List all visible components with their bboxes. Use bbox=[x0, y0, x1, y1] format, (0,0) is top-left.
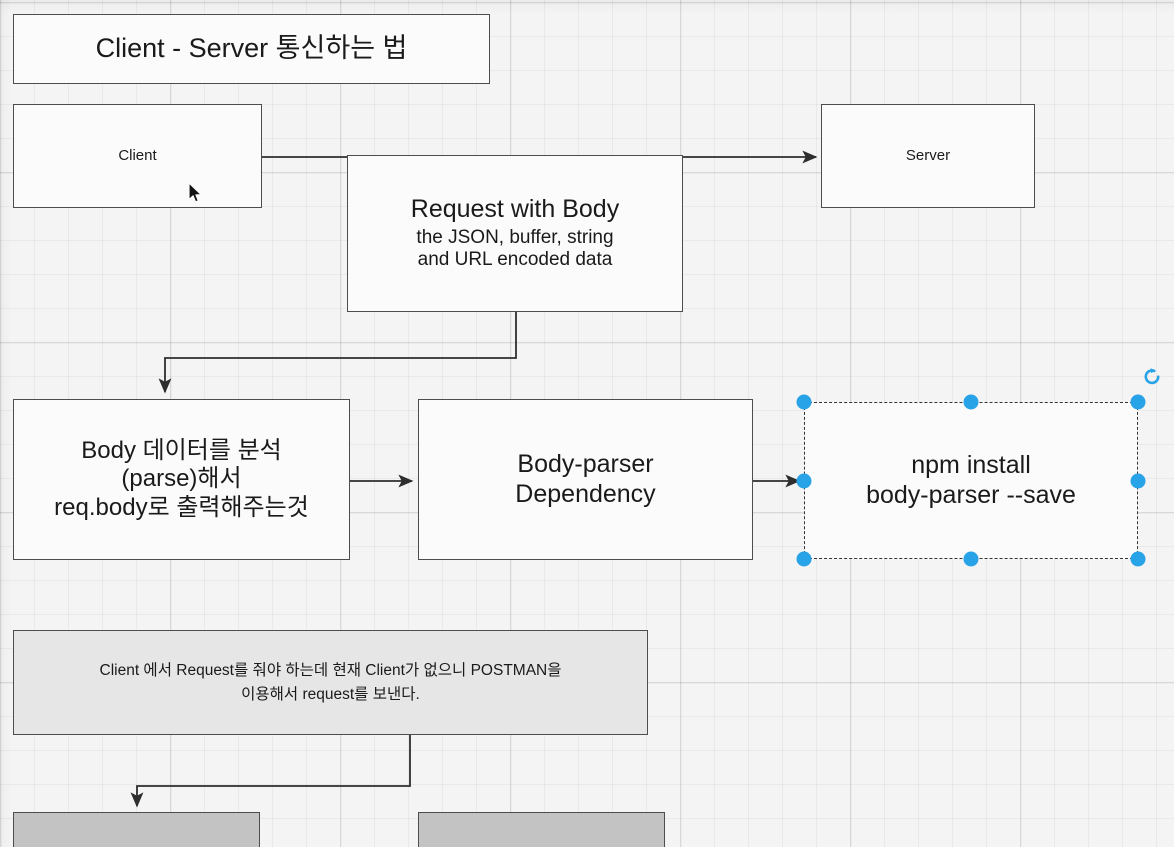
handle-top-right[interactable] bbox=[1130, 394, 1146, 410]
node-note-text: Client 에서 Request를 줘야 하는데 현재 Client가 없으니… bbox=[14, 659, 647, 706]
handle-bottom-right[interactable] bbox=[1130, 551, 1146, 567]
node-server-label: Server bbox=[905, 147, 951, 165]
node-npm-line1: npm install bbox=[911, 451, 1031, 479]
handle-middle-left[interactable] bbox=[796, 473, 812, 489]
node-request-line2: the JSON, buffer, string bbox=[416, 226, 614, 248]
node-postman-note[interactable]: Client 에서 Request를 줘야 하는데 현재 Client가 없으니… bbox=[13, 630, 648, 735]
node-npm-text: npm install body-parser --save bbox=[805, 451, 1137, 510]
node-body-parse-line1: Body 데이터를 분석 bbox=[81, 437, 282, 465]
handle-middle-right[interactable] bbox=[1130, 473, 1146, 489]
handle-top-left[interactable] bbox=[796, 394, 812, 410]
node-note-line2: 이용해서 request를 보낸다. bbox=[241, 685, 420, 703]
node-body-parse[interactable]: Body 데이터를 분석 (parse)해서 req.body로 출력해주는것 bbox=[13, 399, 350, 560]
node-gray-box-left[interactable] bbox=[13, 812, 260, 847]
node-client[interactable]: Client bbox=[13, 104, 262, 208]
node-server[interactable]: Server bbox=[821, 104, 1035, 208]
handle-bottom-left[interactable] bbox=[796, 551, 812, 567]
node-dependency-text: Body-parser Dependency bbox=[419, 450, 752, 509]
node-gray-box-right[interactable] bbox=[418, 812, 665, 847]
handle-bottom-center[interactable] bbox=[963, 551, 979, 567]
handle-top-center[interactable] bbox=[963, 394, 979, 410]
node-client-label: Client bbox=[118, 147, 157, 165]
node-body-parse-line2: (parse)해서 bbox=[121, 465, 242, 493]
node-request-line3: and URL encoded data bbox=[417, 249, 613, 271]
node-dependency-line2: Dependency bbox=[515, 479, 656, 508]
title-box[interactable]: Client - Server 통신하는 법 bbox=[13, 14, 490, 84]
node-note-line1: Client 에서 Request를 줘야 하는데 현재 Client가 없으니… bbox=[99, 662, 562, 680]
title-label: Client - Server 통신하는 법 bbox=[95, 33, 408, 64]
node-body-parse-line3: req.body로 출력해주는것 bbox=[54, 493, 309, 521]
node-npm-line2: body-parser --save bbox=[866, 480, 1076, 509]
node-body-parser-dependency[interactable]: Body-parser Dependency bbox=[418, 399, 753, 560]
rotate-icon[interactable] bbox=[1142, 367, 1162, 392]
node-npm-install-command[interactable]: npm install body-parser --save bbox=[804, 402, 1138, 559]
node-dependency-line1: Body-parser bbox=[517, 450, 654, 478]
node-request-with-body[interactable]: Request with Body the JSON, buffer, stri… bbox=[347, 155, 683, 312]
node-request-heading: Request with Body bbox=[410, 195, 620, 224]
node-request-text: Request with Body the JSON, buffer, stri… bbox=[348, 195, 682, 271]
node-body-parse-text: Body 데이터를 분석 (parse)해서 req.body로 출력해주는것 bbox=[14, 437, 349, 522]
